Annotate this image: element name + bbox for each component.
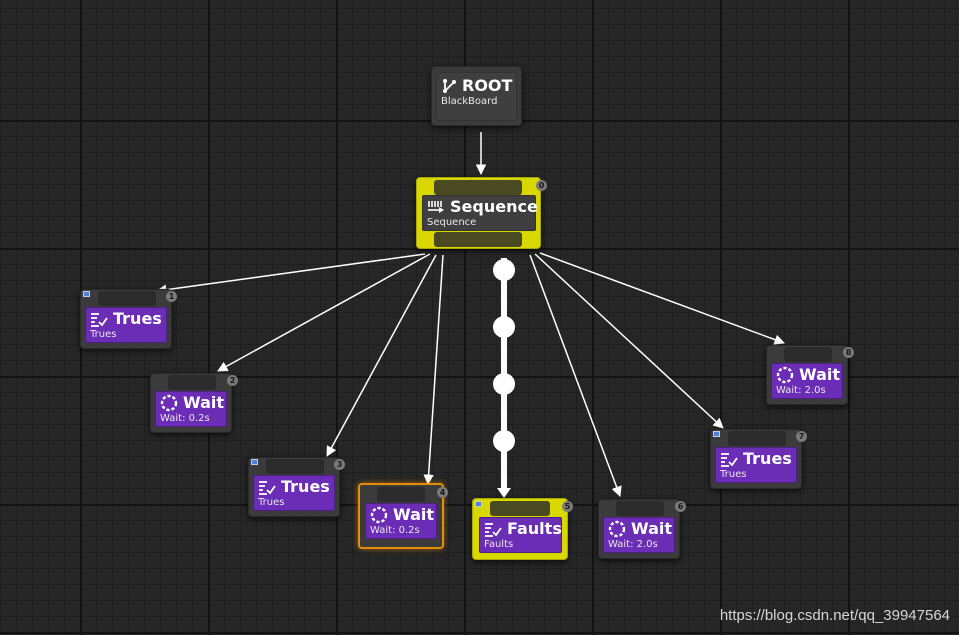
wait-6-input-pin[interactable] bbox=[616, 501, 664, 516]
task-list-check-icon bbox=[259, 481, 276, 495]
trues-3-index-badge: 3 bbox=[334, 459, 345, 470]
trues-node-1[interactable]: Trues Trues 1 bbox=[80, 289, 177, 349]
faults-5-input-pin[interactable] bbox=[490, 501, 550, 516]
wait-timer-icon bbox=[160, 394, 178, 412]
task-list-check-icon bbox=[91, 313, 108, 327]
wait-timer-icon bbox=[776, 366, 794, 384]
wire-sequence-wait-8 bbox=[539, 252, 785, 345]
wait-node-8[interactable]: Wait Wait: 2.0s 8 bbox=[766, 345, 854, 405]
wait-timer-icon bbox=[370, 506, 388, 524]
trues-node-7[interactable]: Trues Trues 7 bbox=[710, 429, 807, 489]
trues-3-title: Trues bbox=[281, 477, 330, 496]
decorator-marker-icon bbox=[251, 459, 258, 465]
wait-6-index-badge: 6 bbox=[675, 501, 686, 512]
faults-5-subtitle: Faults bbox=[484, 539, 514, 550]
wait-node-2[interactable]: Wait Wait: 0.2s 2 bbox=[150, 373, 238, 433]
wait-node-6[interactable]: Wait Wait: 2.0s 6 bbox=[598, 499, 686, 559]
sequence-input-pin[interactable] bbox=[434, 180, 522, 195]
wait-8-subtitle: Wait: 2.0s bbox=[776, 385, 826, 396]
trues-3-input-pin[interactable] bbox=[266, 459, 324, 474]
wire-sequence-trues-3 bbox=[326, 254, 437, 457]
trues-1-index-badge: 1 bbox=[166, 291, 177, 302]
task-list-check-icon bbox=[721, 453, 738, 467]
wait-8-input-pin[interactable] bbox=[784, 347, 832, 362]
wait-4-input-pin[interactable] bbox=[377, 487, 425, 502]
faults-5-index-badge: 5 bbox=[562, 501, 573, 512]
wait-6-title: Wait bbox=[631, 519, 673, 538]
wait-4-subtitle: Wait: 0.2s bbox=[370, 525, 420, 536]
wait-timer-icon bbox=[608, 520, 626, 538]
faults-node-5[interactable]: Faults Faults 5 bbox=[472, 498, 573, 560]
sequence-node[interactable]: Sequence Sequence 0 bbox=[416, 177, 547, 249]
wait-2-title: Wait bbox=[183, 393, 225, 412]
trues-7-subtitle: Trues bbox=[720, 469, 747, 480]
trues-1-subtitle: Trues bbox=[90, 329, 117, 340]
wire-sequence-trues-1 bbox=[155, 253, 426, 295]
wait-4-title: Wait bbox=[393, 505, 435, 524]
trues-7-title: Trues bbox=[743, 449, 792, 468]
root-title: ROOT bbox=[462, 76, 513, 95]
trues-3-subtitle: Trues bbox=[258, 497, 285, 508]
wait-node-4[interactable]: Wait Wait: 0.2s 4 bbox=[358, 483, 448, 549]
sequence-subtitle: Sequence bbox=[427, 217, 477, 228]
decorator-marker-icon bbox=[713, 431, 720, 437]
wait-8-index-badge: 8 bbox=[843, 347, 854, 358]
decorator-marker-icon bbox=[83, 291, 90, 297]
active-wire-sequence-faults bbox=[493, 258, 515, 498]
trues-1-input-pin[interactable] bbox=[98, 291, 156, 306]
watermark-text: https://blog.csdn.net/qq_39947564 bbox=[719, 607, 950, 624]
root-branch-icon bbox=[443, 79, 456, 93]
wait-8-title: Wait bbox=[799, 365, 841, 384]
decorator-marker-icon bbox=[475, 501, 482, 507]
wait-6-subtitle: Wait: 2.0s bbox=[608, 539, 658, 550]
root-node[interactable]: ROOT BlackBoard bbox=[431, 66, 522, 126]
task-list-check-icon bbox=[485, 523, 502, 537]
sequence-icon bbox=[428, 201, 444, 213]
wire-sequence-trues-7 bbox=[534, 253, 724, 429]
root-subtitle: BlackBoard bbox=[441, 96, 498, 107]
faults-5-title: Faults bbox=[507, 519, 562, 538]
wait-2-index-badge: 2 bbox=[227, 375, 238, 386]
wire-sequence-wait-2 bbox=[217, 253, 431, 372]
trues-node-3[interactable]: Trues Trues 3 bbox=[248, 457, 345, 517]
sequence-title: Sequence bbox=[450, 197, 538, 216]
wire-sequence-wait-4 bbox=[423, 254, 444, 486]
wait-4-index-badge: 4 bbox=[437, 487, 448, 498]
trues-1-title: Trues bbox=[113, 309, 162, 328]
sequence-index-badge: 0 bbox=[536, 180, 547, 191]
wire-sequence-wait-6 bbox=[529, 254, 622, 497]
wait-2-subtitle: Wait: 0.2s bbox=[160, 413, 210, 424]
trues-7-input-pin[interactable] bbox=[728, 431, 786, 446]
wait-2-input-pin[interactable] bbox=[168, 375, 216, 390]
trues-7-index-badge: 7 bbox=[796, 431, 807, 442]
sequence-output-pin[interactable] bbox=[434, 232, 522, 247]
